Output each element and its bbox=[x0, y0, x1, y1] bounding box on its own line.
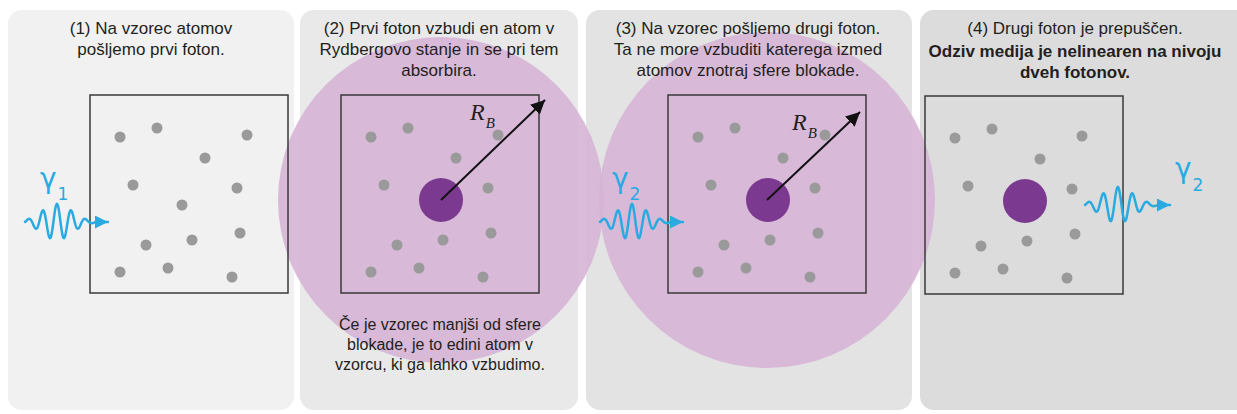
atom-dot bbox=[1062, 273, 1073, 284]
blockade-sphere bbox=[599, 32, 935, 368]
sample-box bbox=[90, 95, 288, 293]
atom-dot bbox=[177, 200, 188, 211]
step-panel: (1) Na vzorec atomov pošljemo prvi foton… bbox=[8, 10, 294, 410]
atom-dot bbox=[693, 132, 704, 143]
radius-symbol: R bbox=[470, 100, 485, 124]
panel-background bbox=[8, 10, 294, 410]
atom-dot bbox=[1035, 154, 1046, 165]
step-heading: (1) Na vzorec atomov pošljemo prvi foton… bbox=[41, 18, 261, 60]
atom-dot bbox=[493, 130, 504, 141]
photon-subscript: 1 bbox=[58, 186, 69, 203]
atom-dot bbox=[810, 183, 821, 194]
atom-dot bbox=[438, 235, 449, 246]
atom-dot bbox=[1077, 131, 1088, 142]
radius-subscript: B bbox=[486, 116, 495, 131]
atom-dot bbox=[242, 130, 253, 141]
radius-subscript: B bbox=[808, 126, 817, 141]
step-note: Če je vzorec manjši od sfere blokade, je… bbox=[335, 315, 545, 375]
atom-dot bbox=[200, 153, 211, 164]
rydberg-atom bbox=[1003, 179, 1047, 223]
photon-wave bbox=[600, 204, 683, 238]
atom-dot bbox=[152, 123, 163, 134]
atom-dot bbox=[141, 240, 152, 251]
step-heading: (3) Na vzorec pošljemo drugi foton. Ta n… bbox=[608, 18, 888, 81]
atom-dot bbox=[976, 241, 987, 252]
atom-dot bbox=[820, 130, 831, 141]
radius-arrow bbox=[441, 100, 545, 200]
radius-symbol: R bbox=[792, 110, 807, 134]
atom-dot bbox=[232, 183, 243, 194]
atom-dot bbox=[115, 132, 126, 143]
atom-dot bbox=[950, 133, 961, 144]
atom-dot bbox=[235, 228, 246, 239]
photon-subscript: 2 bbox=[1193, 177, 1204, 194]
radius-arrow bbox=[767, 112, 860, 200]
step-heading: (2) Prvi foton vzbudi en atom v Rydbergo… bbox=[304, 18, 574, 81]
atom-dot bbox=[693, 267, 704, 278]
step-panel: (2) Prvi foton vzbudi en atom v Rydbergo… bbox=[300, 10, 578, 410]
sample-box bbox=[668, 95, 866, 293]
atom-dot bbox=[163, 263, 174, 274]
atom-dot bbox=[950, 268, 961, 279]
photon-symbol: γ bbox=[612, 165, 629, 193]
step-heading: (4) Drugi foton je prepuščen. bbox=[925, 18, 1225, 39]
atom-dot bbox=[379, 180, 390, 191]
atom-dot bbox=[1070, 229, 1081, 240]
atom-dot bbox=[366, 132, 377, 143]
atom-dot bbox=[187, 235, 198, 246]
atom-dot bbox=[1022, 236, 1033, 247]
step-panel: (4) Drugi foton je prepuščen.Odziv medij… bbox=[920, 10, 1237, 410]
atom-dot bbox=[778, 153, 789, 164]
atom-dot bbox=[963, 181, 974, 192]
sample-box bbox=[925, 96, 1123, 294]
atom-dot bbox=[403, 123, 414, 134]
step-note: Odziv medija je nelinearen na nivoju dve… bbox=[925, 41, 1225, 83]
atom-dot bbox=[483, 183, 494, 194]
atom-dot bbox=[765, 235, 776, 246]
atom-dot bbox=[730, 123, 741, 134]
atom-dot bbox=[366, 267, 377, 278]
atom-dot bbox=[115, 267, 126, 278]
blockade-sphere bbox=[278, 37, 604, 363]
sample-box bbox=[341, 95, 539, 293]
atom-dot bbox=[414, 263, 425, 274]
atom-dot bbox=[706, 180, 717, 191]
atom-dot bbox=[805, 272, 816, 283]
atom-dot bbox=[719, 240, 730, 251]
atom-dot bbox=[128, 180, 139, 191]
atom-dot bbox=[451, 153, 462, 164]
photon-subscript: 2 bbox=[630, 186, 641, 203]
atom-dot bbox=[227, 272, 238, 283]
atom-dot bbox=[478, 272, 489, 283]
panel-background bbox=[920, 10, 1237, 410]
atom-dot bbox=[813, 228, 824, 239]
atom-dot bbox=[486, 228, 497, 239]
atom-dot bbox=[1067, 184, 1078, 195]
photon-symbol: γ bbox=[40, 165, 57, 193]
photon-symbol: γ bbox=[1175, 155, 1192, 183]
atom-dot bbox=[998, 264, 1009, 275]
photon-wave bbox=[1085, 187, 1170, 221]
atom-dot bbox=[392, 240, 403, 251]
step-panel: (3) Na vzorec pošljemo drugi foton. Ta n… bbox=[586, 10, 912, 410]
atom-dot bbox=[987, 124, 998, 135]
photon-wave bbox=[25, 204, 108, 238]
atom-dot bbox=[741, 263, 752, 274]
